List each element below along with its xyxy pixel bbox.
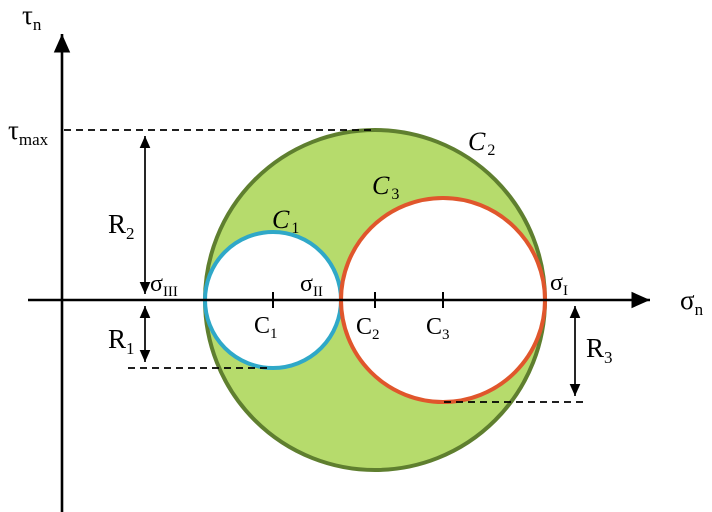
r1-label-sub: 1 — [126, 339, 135, 358]
center-c1-label-main: C — [254, 313, 270, 339]
r3-label-main: R — [586, 333, 604, 363]
center-c2-label: C2 — [356, 314, 380, 343]
sigma-ii-label-main: σ — [300, 271, 313, 297]
sigma-iii-label-main: σ — [150, 271, 163, 297]
circle-c1-label-main: C — [272, 205, 290, 234]
r2-label-sub: 2 — [126, 224, 135, 243]
circle-c3-label-sub: 3 — [391, 186, 399, 203]
sigma-i-label: σI — [550, 270, 568, 299]
center-c2-label-sub: 2 — [372, 327, 380, 343]
r1-label-main: R — [108, 324, 126, 354]
sigma-ii-label-sub: II — [313, 284, 323, 300]
tau-axis-label: τn — [22, 0, 42, 34]
tau-max-label: τmax — [8, 115, 49, 149]
tau-axis-label-main: τ — [22, 0, 33, 30]
sigma-iii-label: σIII — [150, 271, 178, 300]
tau-axis-label-sub: n — [33, 15, 42, 34]
circle-c3-label-main: C — [372, 171, 390, 200]
r2-label-main: R — [108, 209, 126, 239]
r1-label: R1 — [108, 324, 135, 358]
r3-label-sub: 3 — [604, 348, 613, 367]
center-c1-label-sub: 1 — [270, 326, 278, 342]
center-c3-label: C3 — [426, 314, 450, 343]
r3-label: R3 — [586, 333, 613, 367]
circle-c2-label-main: C — [468, 127, 486, 156]
sigma-axis-label-sub: n — [695, 300, 704, 319]
sigma-iii-label-sub: III — [163, 284, 178, 300]
center-c3-label-main: C — [426, 314, 442, 340]
center-c1-label: C1 — [254, 313, 278, 342]
r2-label: R2 — [108, 209, 135, 243]
sigma-ii-label: σII — [300, 271, 323, 300]
center-c2-label-main: C — [356, 314, 372, 340]
tau-max-label-main: τ — [8, 115, 19, 145]
circle-c1-label-sub: 1 — [291, 220, 299, 237]
tau-max-label-sub: max — [19, 130, 49, 149]
center-c3-label-sub: 3 — [442, 327, 450, 343]
sigma-axis-label: σn — [680, 285, 704, 319]
sigma-i-label-sub: I — [563, 283, 568, 299]
sigma-i-label-main: σ — [550, 270, 563, 296]
circle-c2-label-sub: 2 — [487, 142, 495, 159]
sigma-axis-label-main: σ — [680, 285, 695, 315]
